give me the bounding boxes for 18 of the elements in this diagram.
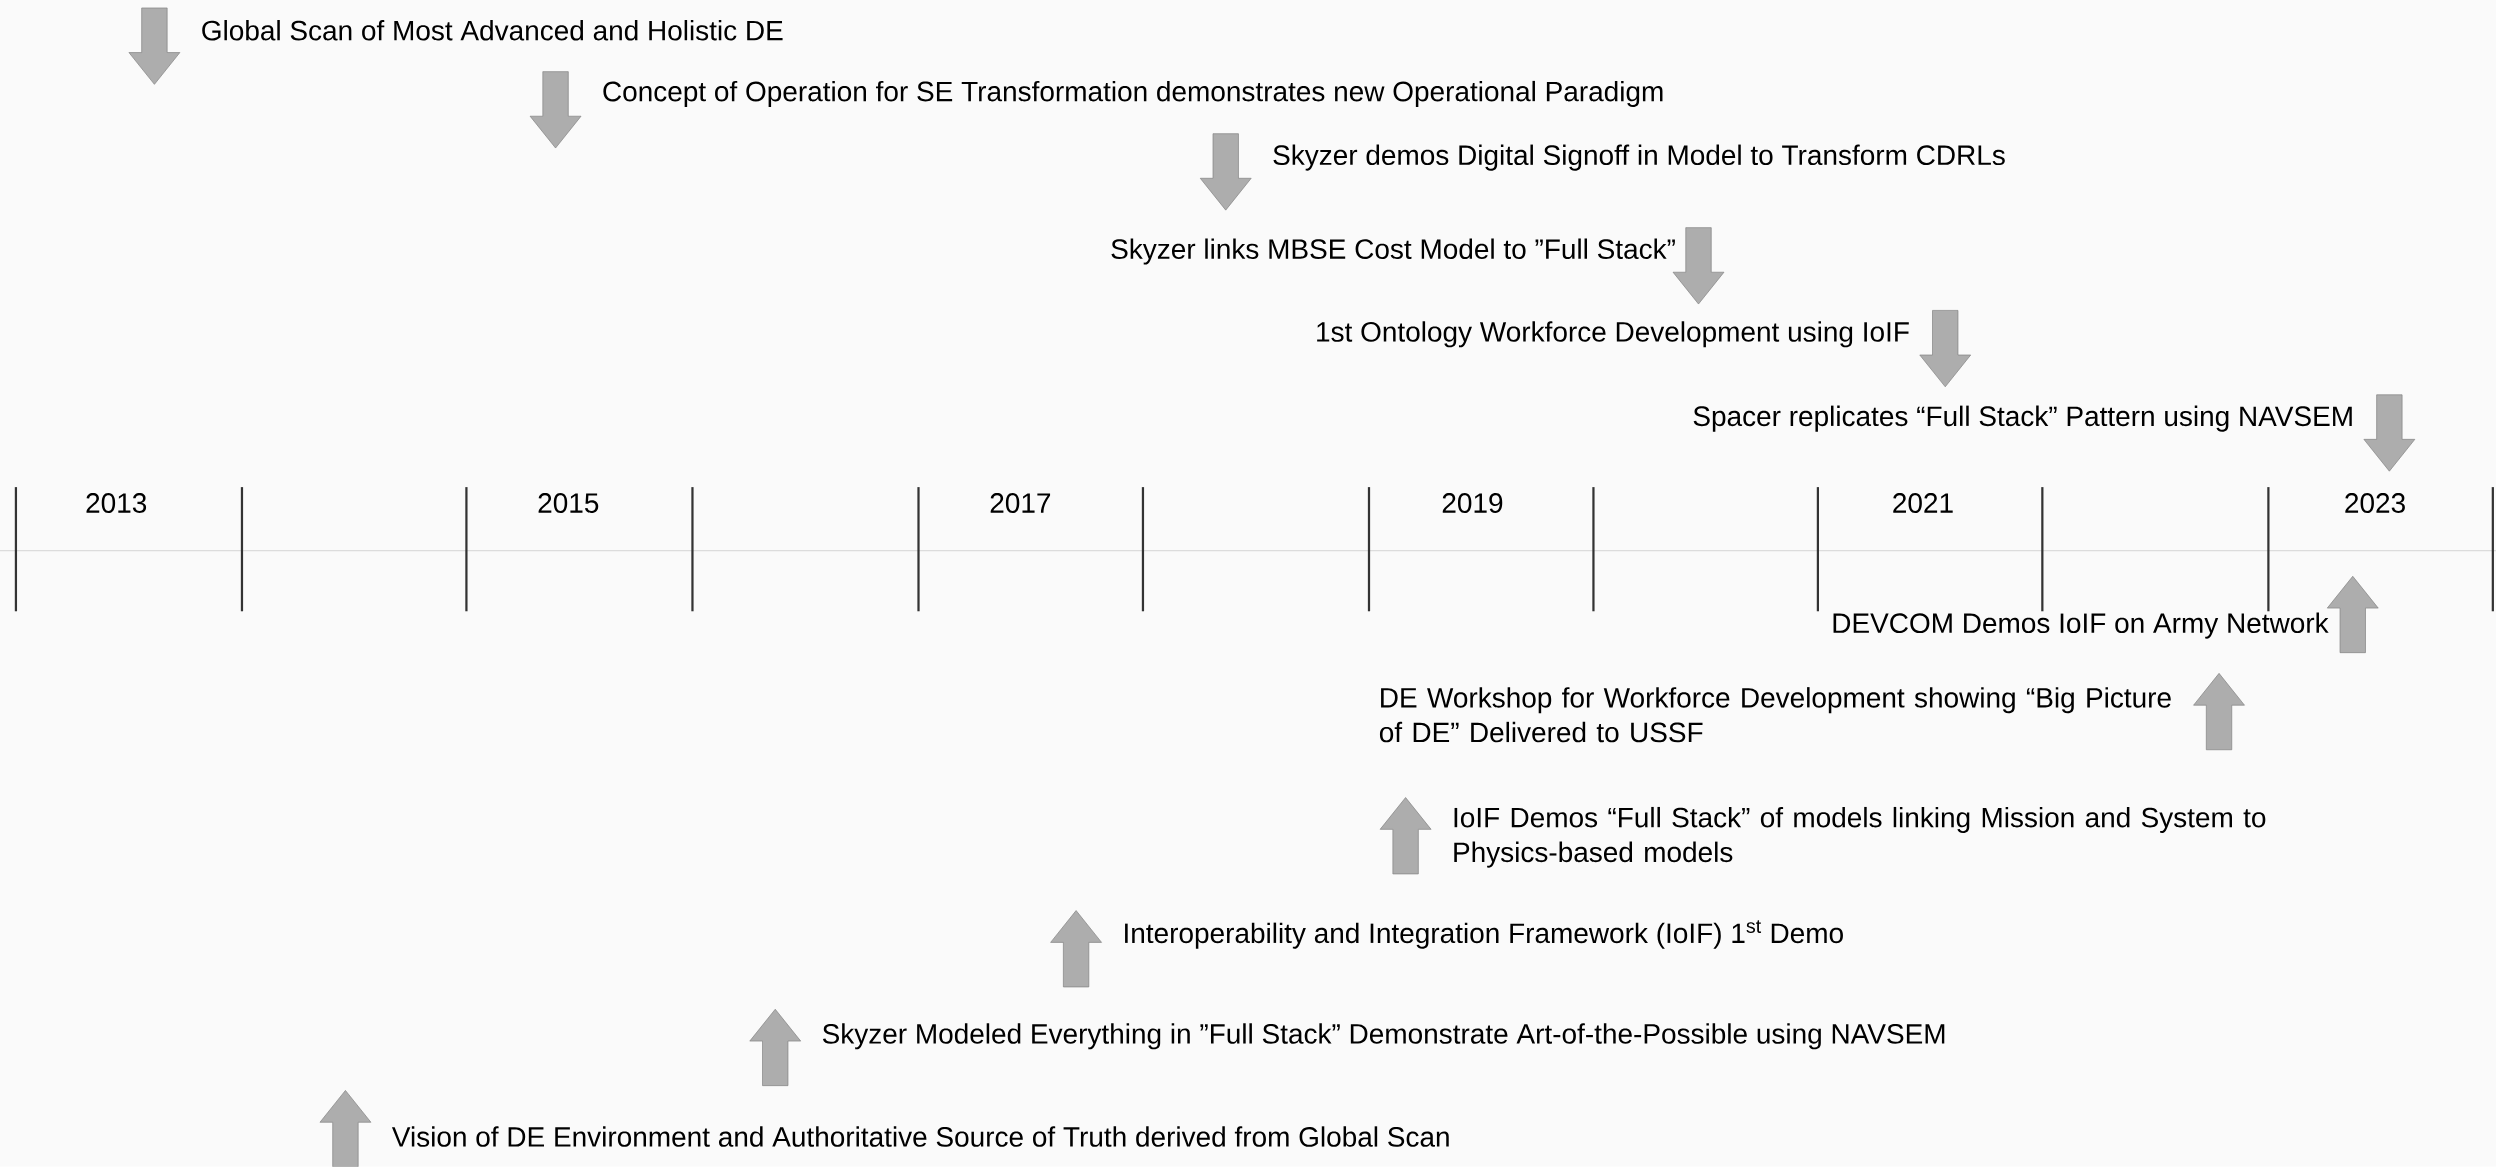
event-label: Skyzer Modeled Everything in ”Full Stack” Demonstrate Art-of-the-Possible using NAVSEM (822, 1023, 1945, 1050)
event-label: Interoperability and Integration Framework (IoIF) 1$^{st}$ Demo (1125, 920, 1843, 949)
event-label: DEVCOM Demos IoIF on Army Network (1833, 612, 2329, 639)
year-label: 2019 (1442, 493, 1503, 514)
event-label: Skyzer demos Digital Signoff in Model to Transform CDRLs (1273, 144, 2005, 171)
event-label: DE Workshop for Workforce Development showing “Big Picture of DE” Delivered to USSF (1379, 687, 2171, 743)
year-label: 2017 (990, 493, 1051, 514)
event-label: 1st Ontology Workforce Development using IoIF (1317, 321, 1909, 348)
event-label: Concept of Operation for SE Transformation demonstrates new Operational Paradigm (603, 81, 1663, 108)
year-label: 2023 (2345, 493, 2405, 514)
event-label: Global Scan of Most Advanced and Holistic DE (202, 20, 783, 41)
event-label: Skyzer links MBSE Cost Model to ”Full Stack” (1111, 238, 1675, 265)
year-label: 2015 (538, 493, 599, 514)
event-label: IoIF Demos “Full Stack” of models linking Mission and System to Physics-based models (1454, 807, 2266, 868)
year-label: 2013 (86, 493, 147, 514)
year-label: 2021 (1893, 493, 1953, 514)
event-label: Vision of DE Environment and Authoritative Source of Truth derived from Global Scan (391, 1126, 1449, 1147)
event-label: Spacer replicates “Full Stack” Pattern using NAVSEM (1693, 405, 2352, 432)
